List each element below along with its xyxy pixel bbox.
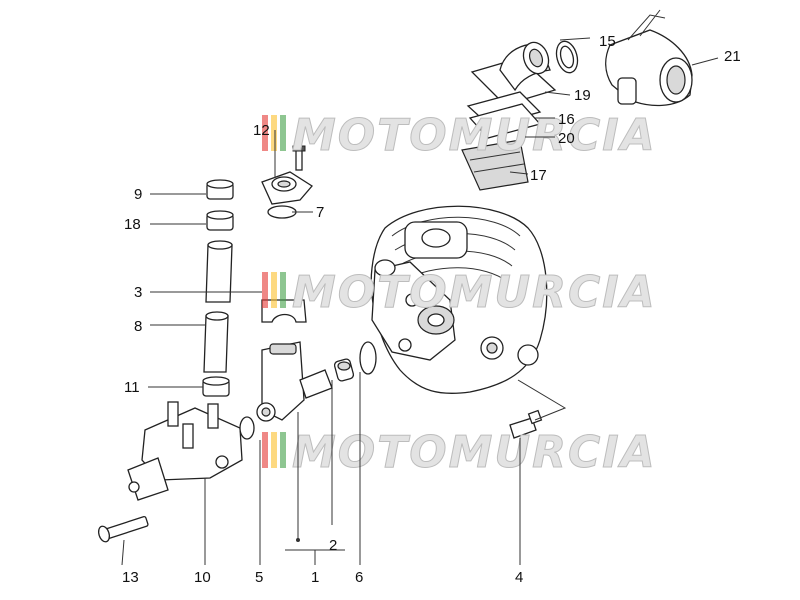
watermark-top: MOTOMURCIA <box>262 110 657 162</box>
reed-gasket <box>466 91 542 139</box>
callout-1: 1 <box>311 569 319 586</box>
callout-10: 10 <box>194 569 211 586</box>
watermark-text-middle: MOTOMURCIA <box>292 267 657 318</box>
leader-lines <box>121 37 719 566</box>
union-2 <box>333 358 355 382</box>
coolant-hose-lower <box>203 311 229 373</box>
callout-11: 11 <box>124 379 140 396</box>
throttle-body <box>605 9 693 107</box>
callout-15: 15 <box>599 33 616 50</box>
cylinder-head <box>370 205 548 395</box>
watermark-text-bottom: MOTOMURCIA <box>292 427 657 478</box>
callout-20: 20 <box>558 130 575 147</box>
coolant-hose-upper <box>205 240 233 303</box>
clamp-18 <box>206 210 234 231</box>
intake-manifold <box>470 41 557 106</box>
callout-19: 19 <box>574 87 591 104</box>
watermark-bottom: MOTOMURCIA <box>262 427 657 479</box>
callout-3: 3 <box>134 284 142 301</box>
callout-7: 7 <box>316 204 324 221</box>
callout-labels: 15 21 19 16 20 17 12 7 9 18 3 8 11 2 13 … <box>122 33 741 586</box>
callout-8: 8 <box>134 318 142 335</box>
callout-12: 12 <box>253 122 270 139</box>
seal-5 <box>239 416 255 440</box>
bolt-13 <box>97 516 149 543</box>
reed-valve <box>461 139 529 191</box>
clamp-9 <box>206 179 234 200</box>
clamp-11 <box>202 376 230 397</box>
callout-13: 13 <box>122 569 139 586</box>
callout-6: 6 <box>355 569 363 586</box>
housing-screw <box>292 145 306 171</box>
thermostat-housing <box>261 171 313 205</box>
hose-clamp <box>555 40 579 74</box>
callout-5: 5 <box>255 569 263 586</box>
callout-18: 18 <box>124 216 141 233</box>
callout-16: 16 <box>558 111 575 128</box>
temperature-sensor <box>509 409 543 439</box>
callout-9: 9 <box>134 186 142 203</box>
callout-21: 21 <box>724 48 741 65</box>
callout-17: 17 <box>530 167 547 184</box>
watermark-middle: MOTOMURCIA <box>262 267 657 319</box>
callout-4: 4 <box>515 569 523 586</box>
water-pump-body <box>127 401 243 501</box>
callout-2: 2 <box>329 537 337 554</box>
o-ring-7 <box>267 205 297 219</box>
coolant-connector <box>256 341 333 422</box>
seal-6 <box>359 341 377 375</box>
watermark-text-top: MOTOMURCIA <box>292 110 657 161</box>
